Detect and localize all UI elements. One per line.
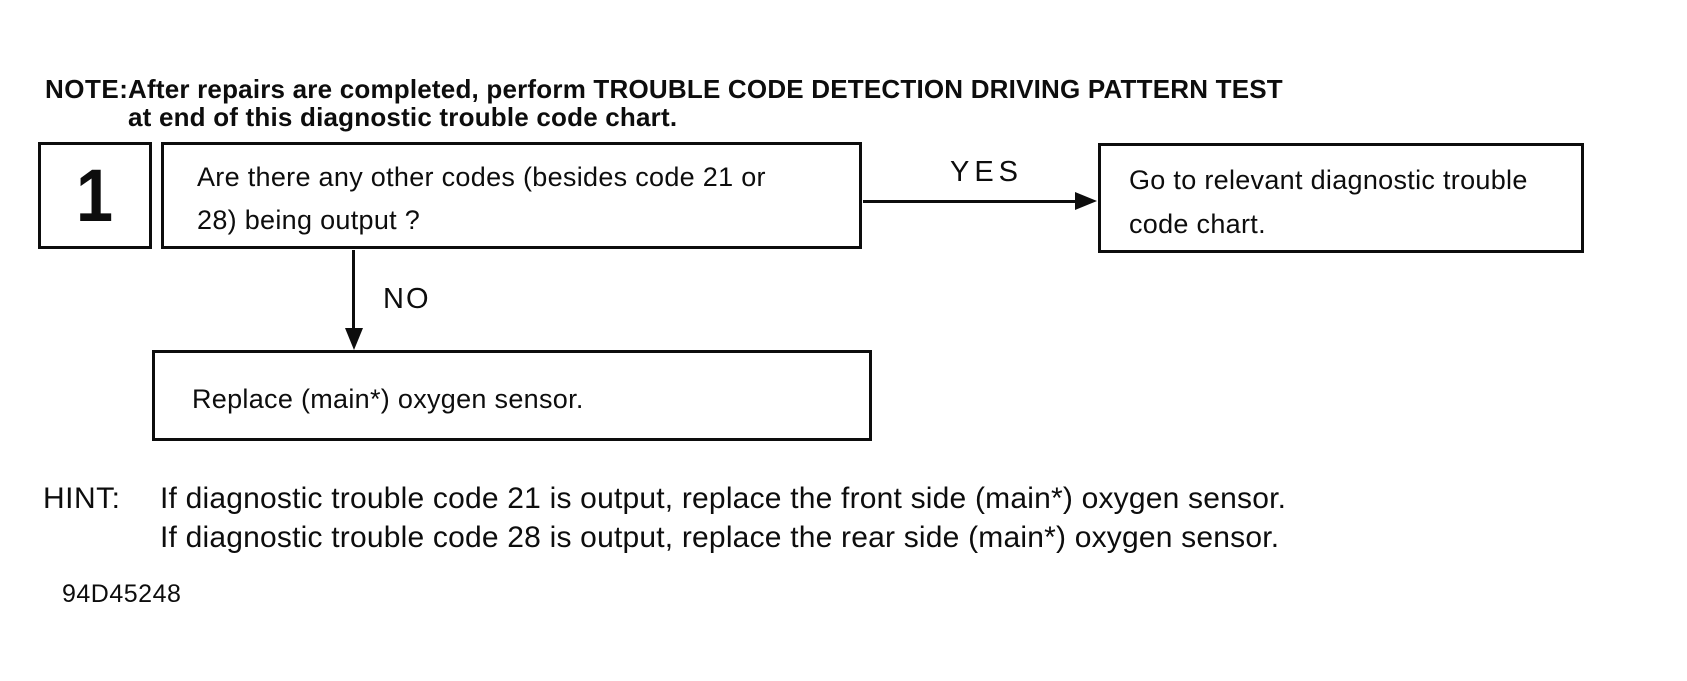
no-branch-label: NO	[383, 283, 431, 315]
hint-text-line-2: If diagnostic trouble code 28 is output,…	[160, 521, 1280, 554]
hint-label: HINT:	[43, 482, 121, 515]
hint-text-line-1: If diagnostic trouble code 21 is output,…	[160, 482, 1287, 515]
figure-id: 94D45248	[62, 580, 182, 608]
note-text-line-2: at end of this diagnostic trouble code c…	[128, 102, 678, 132]
no-arrowhead-icon	[345, 328, 363, 350]
goto-chart-line-1: Go to relevant diagnostic trouble	[1129, 165, 1528, 195]
question-box: Are there any other codes (besides code …	[161, 142, 862, 249]
goto-chart-box: Go to relevant diagnostic trouble code c…	[1098, 143, 1584, 253]
step-number: 1	[76, 153, 114, 237]
note-label: NOTE:	[45, 74, 129, 104]
step-number-box: 1	[38, 142, 152, 249]
yes-branch-label: YES	[950, 156, 1024, 188]
question-line-1: Are there any other codes (besides code …	[197, 162, 766, 192]
goto-chart-line-2: code chart.	[1129, 209, 1266, 239]
note-text-line-1: After repairs are completed, perform TRO…	[128, 74, 1283, 104]
no-arrow-line	[352, 250, 355, 334]
yes-arrowhead-icon	[1075, 192, 1097, 210]
question-line-2: 28) being output ?	[197, 205, 421, 235]
yes-arrow-line	[863, 200, 1083, 203]
replace-sensor-box: Replace (main*) oxygen sensor.	[152, 350, 872, 441]
replace-sensor-text: Replace (main*) oxygen sensor.	[192, 384, 584, 414]
